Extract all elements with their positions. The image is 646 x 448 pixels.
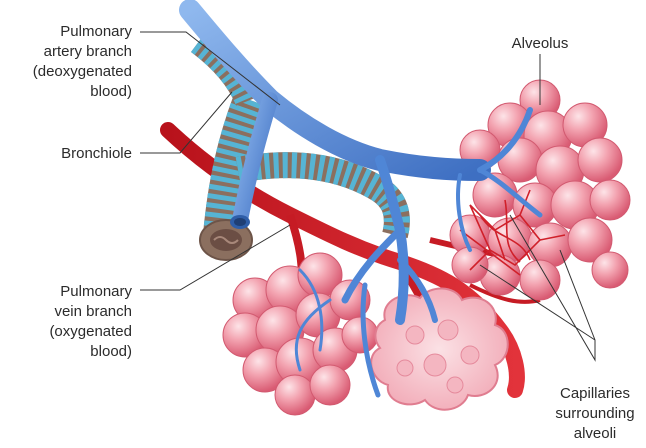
- label-alveolus: Alveolus: [498, 34, 582, 54]
- label-bronchiole: Bronchiole: [4, 144, 132, 164]
- label-capillaries: Capillaries surrounding alveoli: [548, 384, 642, 444]
- alveolus-sac: [310, 365, 350, 405]
- alveolus-sac: [578, 138, 622, 182]
- alveolus-sac: [452, 247, 488, 283]
- alveolus-sac: [590, 180, 630, 220]
- alveolus-cross-section: [371, 288, 508, 409]
- label-pulmonary-vein-branch: Pulmonary vein branch (oxygenated blood): [4, 282, 132, 362]
- alveolus-sac: [275, 375, 315, 415]
- alveolus-sac: [342, 317, 378, 353]
- leader-capillaries-2: [560, 250, 595, 340]
- label-pulmonary-artery-branch: Pulmonary artery branch (deoxygenated bl…: [4, 22, 132, 102]
- alveolus-sac: [592, 252, 628, 288]
